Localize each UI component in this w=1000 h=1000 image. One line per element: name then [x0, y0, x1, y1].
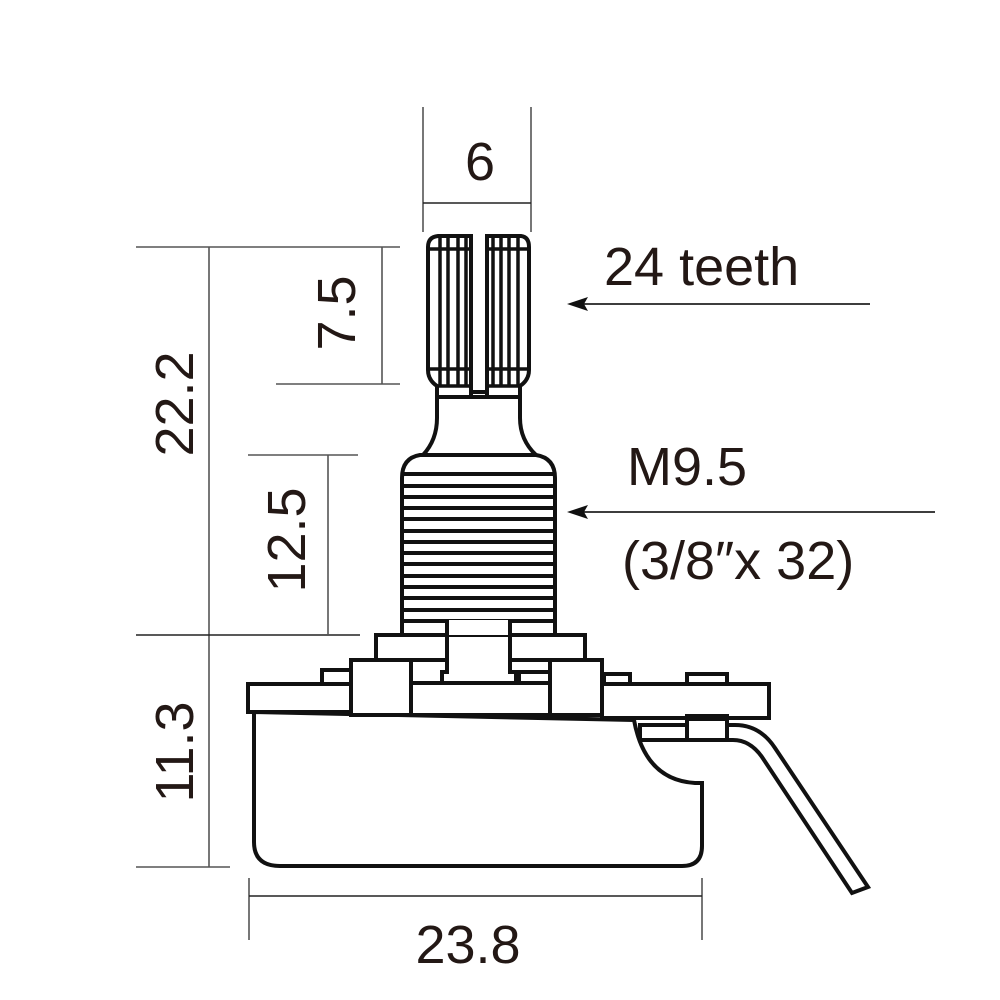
body-can [252, 709, 704, 868]
mounting-plate-left [246, 682, 353, 714]
thread-lines [402, 472, 555, 623]
right-shoulder [548, 658, 604, 717]
center-block [409, 681, 552, 717]
dim-bushing-length: 12.5 [257, 487, 317, 592]
callout-thread-metric: M9.5 [627, 437, 747, 497]
dim-shaft-width: 6 [465, 132, 495, 192]
knurl-lines [428, 236, 529, 388]
callout-thread-imperial: (3/8″x 32) [622, 531, 854, 591]
spline-callout-arrow [567, 297, 870, 311]
terminal-lug [638, 723, 872, 896]
mounting-plate-right [600, 682, 771, 720]
part-outline [246, 234, 872, 896]
shaft-neck [418, 395, 542, 457]
plate-tab-left [320, 668, 353, 686]
dimension-lines [136, 107, 703, 940]
thread-callout-arrow [567, 505, 935, 519]
dim-knurl-length: 7.5 [307, 275, 367, 350]
dim-total-shaft-length: 22.2 [145, 351, 205, 456]
left-shoulder [349, 658, 413, 717]
dim-body-width: 23.8 [415, 915, 520, 975]
dim-body-height: 11.3 [145, 701, 205, 802]
callout-shaft-spline: 24 teeth [604, 237, 799, 297]
